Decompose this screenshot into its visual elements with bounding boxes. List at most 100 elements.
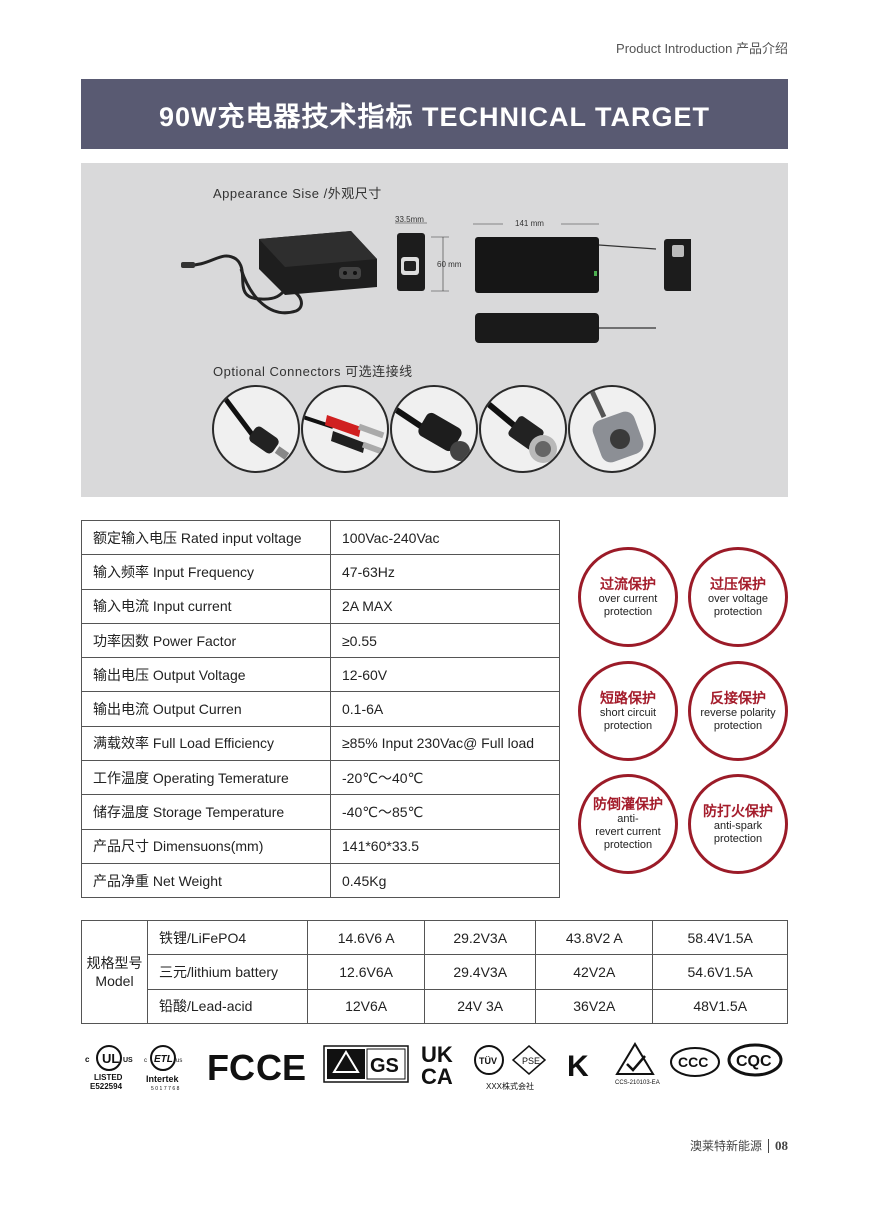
spec-label: 功率因数 Power Factor bbox=[81, 622, 331, 659]
spec-value: ≥85% Input 230Vac@ Full load bbox=[330, 725, 560, 762]
model-cell: 43.8V2 A bbox=[535, 919, 654, 956]
svg-text:UL: UL bbox=[102, 1051, 119, 1066]
connector-dc-plug-image bbox=[212, 385, 300, 473]
model-cell: 12V6A bbox=[306, 988, 426, 1024]
svg-text:5017768: 5017768 bbox=[151, 1086, 181, 1092]
table-row: 储存温度 Storage Temperature-40℃～85℃ bbox=[81, 794, 560, 830]
svg-text:US: US bbox=[123, 1057, 133, 1064]
connector-alligator-clip-image bbox=[301, 385, 389, 473]
page-title: 90W充电器技术指标 TECHNICAL TARGET bbox=[158, 101, 710, 132]
page-footer: 澳莱特新能源 08 bbox=[690, 1137, 788, 1154]
svg-text:PSE: PSE bbox=[522, 1056, 540, 1066]
spec-value: -40℃～85℃ bbox=[330, 794, 560, 830]
tuv-gs-logo: GS bbox=[323, 1045, 409, 1083]
svg-text:Intertek: Intertek bbox=[146, 1074, 180, 1084]
spec-value: 141*60*33.5 bbox=[330, 828, 560, 864]
charger-photo bbox=[181, 231, 377, 315]
svg-text:UK: UK bbox=[421, 1042, 453, 1067]
spec-label: 产品尺寸 Dimensuons(mm) bbox=[81, 828, 331, 864]
connectors-caption: Optional Connectors 可选连接线 bbox=[213, 364, 413, 379]
badge-reverse-polarity: 反接保护 reverse polarity protection bbox=[688, 661, 788, 761]
svg-text:CQC: CQC bbox=[736, 1053, 772, 1070]
model-cell: 12.6V6A bbox=[306, 954, 426, 990]
ccc-logo: CCC bbox=[670, 1047, 720, 1077]
svg-text:CA: CA bbox=[421, 1064, 453, 1089]
model-cell: 14.6V6 A bbox=[306, 919, 426, 956]
spec-label: 满载效率 Full Load Efficiency bbox=[81, 725, 331, 762]
model-cell: 48V1.5A bbox=[652, 988, 788, 1024]
svg-text:FC: FC bbox=[207, 1047, 255, 1088]
svg-text:CCC: CCC bbox=[678, 1054, 708, 1070]
spec-value: 2A MAX bbox=[330, 588, 560, 624]
company-name: 澳莱特新能源 bbox=[689, 1139, 762, 1153]
svg-text:GS: GS bbox=[370, 1055, 399, 1077]
dim-thickness-label: 33.5mm bbox=[395, 215, 424, 224]
svg-text:CCS-210103-EA: CCS-210103-EA bbox=[615, 1080, 660, 1086]
model-row-head: 规格型号 Model bbox=[81, 920, 148, 1024]
model-cell: 24V 3A bbox=[424, 988, 537, 1024]
model-cell: 58.4V1.5A bbox=[652, 919, 788, 956]
svg-text:XXX株式会社: XXX株式会社 bbox=[486, 1081, 534, 1091]
ul-listed-logo: UL c US LISTED E522594 bbox=[85, 1045, 133, 1091]
svg-text:TÜV: TÜV bbox=[479, 1056, 497, 1066]
svg-text:us: us bbox=[176, 1058, 182, 1064]
svg-text:c: c bbox=[85, 1055, 90, 1064]
model-cell: 29.2V3A bbox=[424, 919, 537, 956]
certification-logos: UL c US LISTED E522594 ETL c us Intertek… bbox=[85, 1042, 783, 1092]
battery-type: 三元/lithium battery bbox=[147, 954, 308, 990]
svg-text:c: c bbox=[144, 1058, 147, 1064]
connector-xlr-image bbox=[390, 385, 478, 473]
svg-text:K: K bbox=[567, 1050, 589, 1083]
dim-width-label: 141 mm bbox=[515, 219, 544, 228]
pse-logo: TÜV PSE XXX株式会社 bbox=[474, 1045, 547, 1091]
spec-value: -20℃～40℃ bbox=[330, 760, 560, 796]
spec-label: 输出电压 Output Voltage bbox=[81, 657, 331, 693]
model-cell: 54.6V1.5A bbox=[652, 954, 788, 990]
svg-text:E522594: E522594 bbox=[90, 1082, 123, 1091]
badge-over-current: 过流保护 over current protection bbox=[578, 547, 678, 647]
section-header: Product Introduction 产品介绍 bbox=[616, 41, 788, 56]
kc-logo: K bbox=[567, 1050, 589, 1083]
model-cell: 36V2A bbox=[535, 988, 654, 1024]
svg-text:ETL: ETL bbox=[154, 1054, 173, 1065]
spec-label: 额定输入电压 Rated input voltage bbox=[81, 519, 331, 556]
dim-height-label: 60 mm bbox=[437, 260, 462, 269]
svg-text:LISTED: LISTED bbox=[94, 1073, 123, 1082]
badge-anti-revert: 防倒灌保护 anti- revert current protection bbox=[578, 774, 678, 874]
battery-type: 铅酸/Lead-acid bbox=[147, 988, 308, 1024]
table-row: 功率因数 Power Factor≥0.55 bbox=[81, 622, 560, 659]
spec-label: 输入频率 Input Frequency bbox=[81, 554, 331, 590]
spec-label: 储存温度 Storage Temperature bbox=[81, 794, 331, 830]
table-row: 规格型号 Model 铁锂/LiFePO4 14.6V6 A 29.2V3A 4… bbox=[81, 919, 788, 1024]
ce-logo: CE bbox=[256, 1047, 306, 1088]
table-row: 工作温度 Operating Temerature-20℃～40℃ bbox=[81, 760, 560, 796]
badge-over-voltage: 过压保护 over voltage protection bbox=[688, 547, 788, 647]
page-title-banner: 90W充电器技术指标 TECHNICAL TARGET bbox=[81, 79, 788, 149]
appearance-panel: Appearance Sise /外观尺寸 33.5mm 60 mm 141 m… bbox=[81, 163, 788, 497]
spec-value: 0.45Kg bbox=[330, 862, 560, 899]
dimension-drawing: 33.5mm 60 mm 141 mm bbox=[395, 215, 691, 343]
page-number: 08 bbox=[775, 1137, 788, 1153]
spec-label: 产品净重 Net Weight bbox=[81, 862, 331, 899]
svg-text:CE: CE bbox=[256, 1047, 306, 1088]
table-row: 产品尺寸 Dimensuons(mm)141*60*33.5 bbox=[81, 828, 560, 864]
spec-value: 100Vac-240Vac bbox=[330, 519, 560, 556]
rcm-logo: CCS-210103-EA bbox=[615, 1042, 660, 1086]
spec-value: 12-60V bbox=[330, 657, 560, 693]
model-cell: 42V2A bbox=[535, 954, 654, 990]
spec-label: 输出电流 Output Curren bbox=[81, 691, 331, 727]
model-table: 规格型号 Model 铁锂/LiFePO4 14.6V6 A 29.2V3A 4… bbox=[81, 919, 788, 1024]
etl-logo: ETL c us Intertek 5017768 bbox=[144, 1045, 182, 1092]
spec-value: 47-63Hz bbox=[330, 554, 560, 590]
cqc-logo: CQC bbox=[727, 1043, 783, 1077]
badge-anti-spark: 防打火保护 anti-spark protection bbox=[688, 774, 788, 874]
fcc-logo: FC bbox=[207, 1047, 255, 1088]
table-row: 铅酸/Lead-acid 12V6A 24V 3A 36V2A 48V1.5A bbox=[82, 988, 788, 1024]
model-cell: 29.4V3A bbox=[424, 954, 537, 990]
